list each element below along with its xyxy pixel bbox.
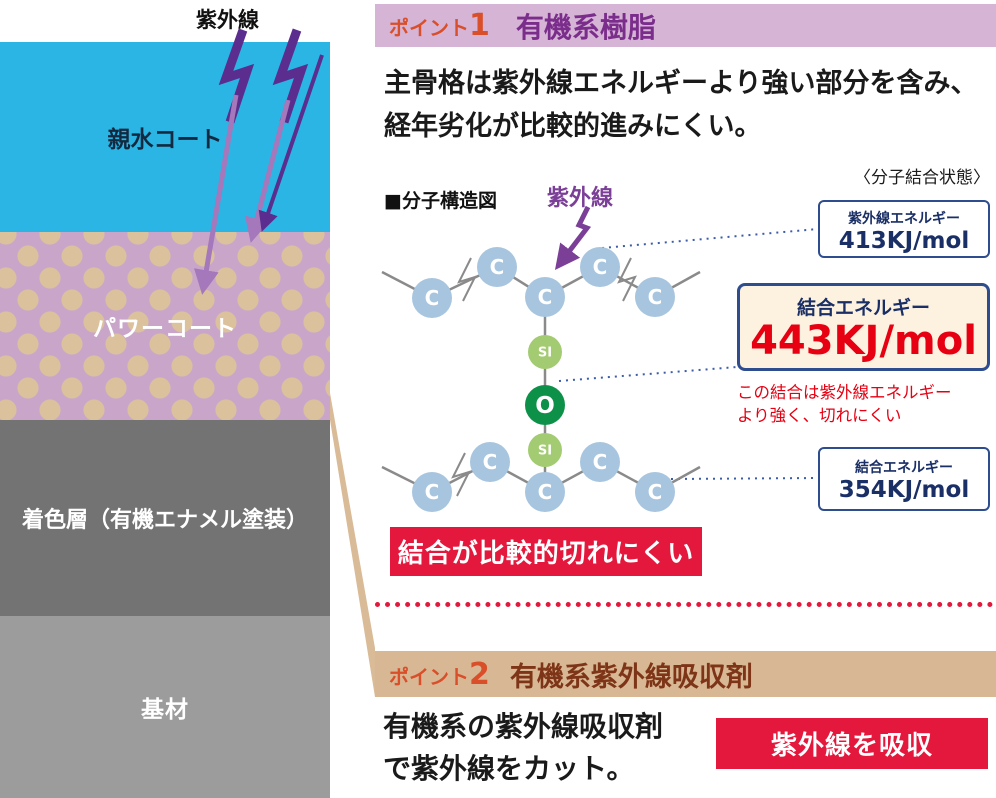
svg-text:C: C bbox=[425, 480, 440, 504]
chain-break-mark bbox=[457, 257, 477, 302]
svg-text:C: C bbox=[483, 450, 498, 474]
point1-badge: ポイント1 bbox=[389, 8, 490, 43]
atom-c: C bbox=[470, 442, 510, 482]
point2-banner: 紫外線を吸収 bbox=[716, 718, 988, 769]
atom-c: C bbox=[412, 278, 452, 318]
leader-to-bond-box bbox=[670, 477, 819, 480]
leader-to-strong-bond-box bbox=[558, 366, 738, 382]
atom-si: SI bbox=[528, 433, 562, 467]
strong-bond-note-line1: この結合は紫外線エネルギー bbox=[737, 383, 952, 402]
layer-power-coat-label: パワーコート bbox=[93, 316, 237, 342]
svg-text:SI: SI bbox=[538, 444, 552, 459]
atom-c: C bbox=[412, 472, 452, 512]
strong-bond-box-value: 443KJ/mol bbox=[750, 318, 977, 364]
layer-hydrophilic-coat: 親水コート bbox=[0, 42, 330, 232]
point1-header: ポイント1 有機系樹脂 bbox=[375, 4, 996, 47]
uv-energy-box-value: 413KJ/mol bbox=[838, 228, 970, 254]
atom-c: C bbox=[477, 247, 517, 287]
point2-body-text: 有機系の紫外線吸収剤 で紫外線をカット。 bbox=[383, 706, 713, 790]
point2-body-line1: 有機系の紫外線吸収剤 bbox=[383, 710, 664, 743]
point2-header: ポイント2 有機系紫外線吸収剤 bbox=[375, 651, 996, 697]
svg-text:C: C bbox=[538, 285, 553, 309]
svg-text:C: C bbox=[593, 255, 608, 279]
svg-text:C: C bbox=[648, 285, 663, 309]
chain-break-mark bbox=[617, 257, 637, 302]
svg-text:SI: SI bbox=[538, 346, 552, 361]
bond-box-value: 354KJ/mol bbox=[838, 477, 970, 503]
atom-si: SI bbox=[528, 335, 562, 369]
leader-to-uv-energy-box bbox=[601, 228, 819, 249]
coating-layers-diagram: 紫外線 親水コート パワーコート 着色層（有機エナメル塗装） 基材 bbox=[0, 0, 330, 798]
bond-energy-box: 結合エネルギー 354KJ/mol bbox=[818, 447, 990, 511]
atom-c: C bbox=[525, 277, 565, 317]
atom-o: O bbox=[525, 385, 565, 425]
point2-title: 有機系紫外線吸収剤 bbox=[509, 661, 753, 693]
layer-base-material: 基材 bbox=[0, 616, 330, 798]
uv-molecule-label: 紫外線 bbox=[547, 186, 614, 211]
chain-break-mark bbox=[451, 452, 471, 497]
connector-shape bbox=[330, 393, 375, 697]
uv-lightning-arrows-icon bbox=[194, 28, 324, 295]
uv-energy-box-label: 紫外線エネルギー bbox=[848, 211, 960, 227]
section-divider bbox=[375, 602, 993, 607]
atom-c: C bbox=[525, 472, 565, 512]
layer-colored-enamel: 着色層（有機エナメル塗装） bbox=[0, 420, 330, 616]
strong-bond-note: この結合は紫外線エネルギー より強く、切れにくい bbox=[737, 381, 952, 427]
svg-text:C: C bbox=[593, 450, 608, 474]
molecular-structure-diagram: C C C C C C C C C C SI SI O bbox=[381, 205, 819, 512]
layer-power-coat: パワーコート bbox=[0, 232, 330, 420]
svg-text:C: C bbox=[425, 286, 440, 310]
molecular-structure-caption: ■分子構造図 bbox=[384, 190, 497, 212]
point1-body-line2: 経年劣化が比較的進みにくい。 bbox=[384, 111, 762, 143]
strong-bond-energy-box: 結合エネルギー 443KJ/mol bbox=[737, 283, 990, 371]
point1-body-line1: 主骨格は紫外線エネルギーより強い部分を含み、 bbox=[384, 68, 978, 99]
uv-bolt-arrow-icon bbox=[554, 205, 592, 270]
atom-c: C bbox=[635, 472, 675, 512]
layer-hydrophilic-coat-label: 親水コート bbox=[107, 127, 223, 153]
point2-body-line2: で紫外線をカット。 bbox=[383, 752, 635, 785]
strong-bond-box-label: 結合エネルギー bbox=[796, 297, 930, 319]
svg-text:C: C bbox=[490, 255, 505, 279]
uv-energy-box: 紫外線エネルギー 413KJ/mol bbox=[818, 200, 990, 258]
svg-text:C: C bbox=[648, 480, 663, 504]
point1-body-text: 主骨格は紫外線エネルギーより強い部分を含み、 経年劣化が比較的進みにくい。 bbox=[384, 62, 996, 148]
bond-box-label: 結合エネルギー bbox=[855, 460, 953, 476]
atom-c: C bbox=[635, 277, 675, 317]
point1-title: 有機系樹脂 bbox=[515, 10, 656, 44]
layer-colored-enamel-label: 着色層（有機エナメル塗装） bbox=[21, 508, 308, 533]
layer-base-material-label: 基材 bbox=[141, 697, 189, 723]
atom-c: C bbox=[580, 247, 620, 287]
point2-badge: ポイント2 bbox=[389, 656, 490, 692]
atom-c: C bbox=[580, 442, 620, 482]
strong-bond-note-line2: より強く、切れにくい bbox=[737, 406, 902, 426]
uv-rays-label: 紫外線 bbox=[196, 8, 259, 32]
bond-state-caption: 〈分子結合状態〉 bbox=[854, 168, 990, 188]
svg-text:C: C bbox=[538, 480, 553, 504]
point1-banner: 結合が比較的切れにくい bbox=[390, 527, 702, 576]
svg-text:O: O bbox=[535, 393, 555, 419]
